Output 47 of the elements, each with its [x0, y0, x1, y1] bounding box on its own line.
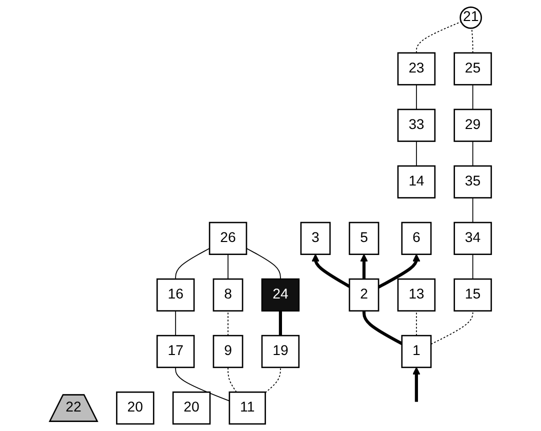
node-box: 13 — [397, 278, 436, 312]
connector — [472, 140, 474, 166]
connector — [416, 84, 417, 110]
connector — [246, 248, 281, 280]
node-box: 1 — [401, 334, 432, 368]
node-box: 9 — [212, 334, 244, 368]
connector — [472, 84, 474, 110]
node-box: 17 — [156, 334, 195, 368]
node-box: 14 — [397, 165, 436, 198]
node-box: 23 — [397, 52, 436, 86]
node-box: 34 — [454, 222, 492, 255]
connector — [416, 21, 462, 54]
node-box: 5 — [348, 222, 380, 255]
node-box: 6 — [401, 222, 432, 255]
connector — [416, 140, 417, 166]
connector — [278, 310, 282, 336]
connector — [175, 248, 210, 280]
node-box: 11 — [228, 391, 266, 425]
node-box: 19 — [261, 334, 300, 368]
connector — [228, 366, 237, 393]
connector — [472, 197, 474, 223]
node-box: 3 — [300, 222, 331, 255]
connector — [472, 254, 474, 280]
connector — [175, 310, 176, 336]
arrow — [378, 254, 420, 288]
connector — [471, 28, 474, 54]
node-box: 29 — [454, 108, 492, 142]
connector — [175, 366, 230, 402]
node-box: 25 — [454, 52, 492, 86]
node-box: 16 — [156, 278, 195, 312]
node-box: 26 — [208, 222, 248, 255]
arrow — [360, 254, 368, 280]
node-box: 20 — [116, 391, 154, 425]
node-box: 35 — [454, 165, 492, 198]
arrow — [412, 367, 420, 402]
node-box: 8 — [212, 278, 244, 312]
connector — [362, 310, 403, 346]
node-box: 33 — [397, 108, 436, 142]
connector — [430, 310, 474, 345]
node-box: 24 — [261, 278, 300, 312]
node-circle: 21 — [460, 6, 482, 29]
arrow — [312, 254, 350, 288]
node-box: 2 — [348, 278, 380, 312]
node-box: 20 — [172, 391, 211, 425]
node-box: 15 — [454, 278, 492, 312]
connector — [264, 366, 281, 394]
connector — [416, 310, 417, 336]
